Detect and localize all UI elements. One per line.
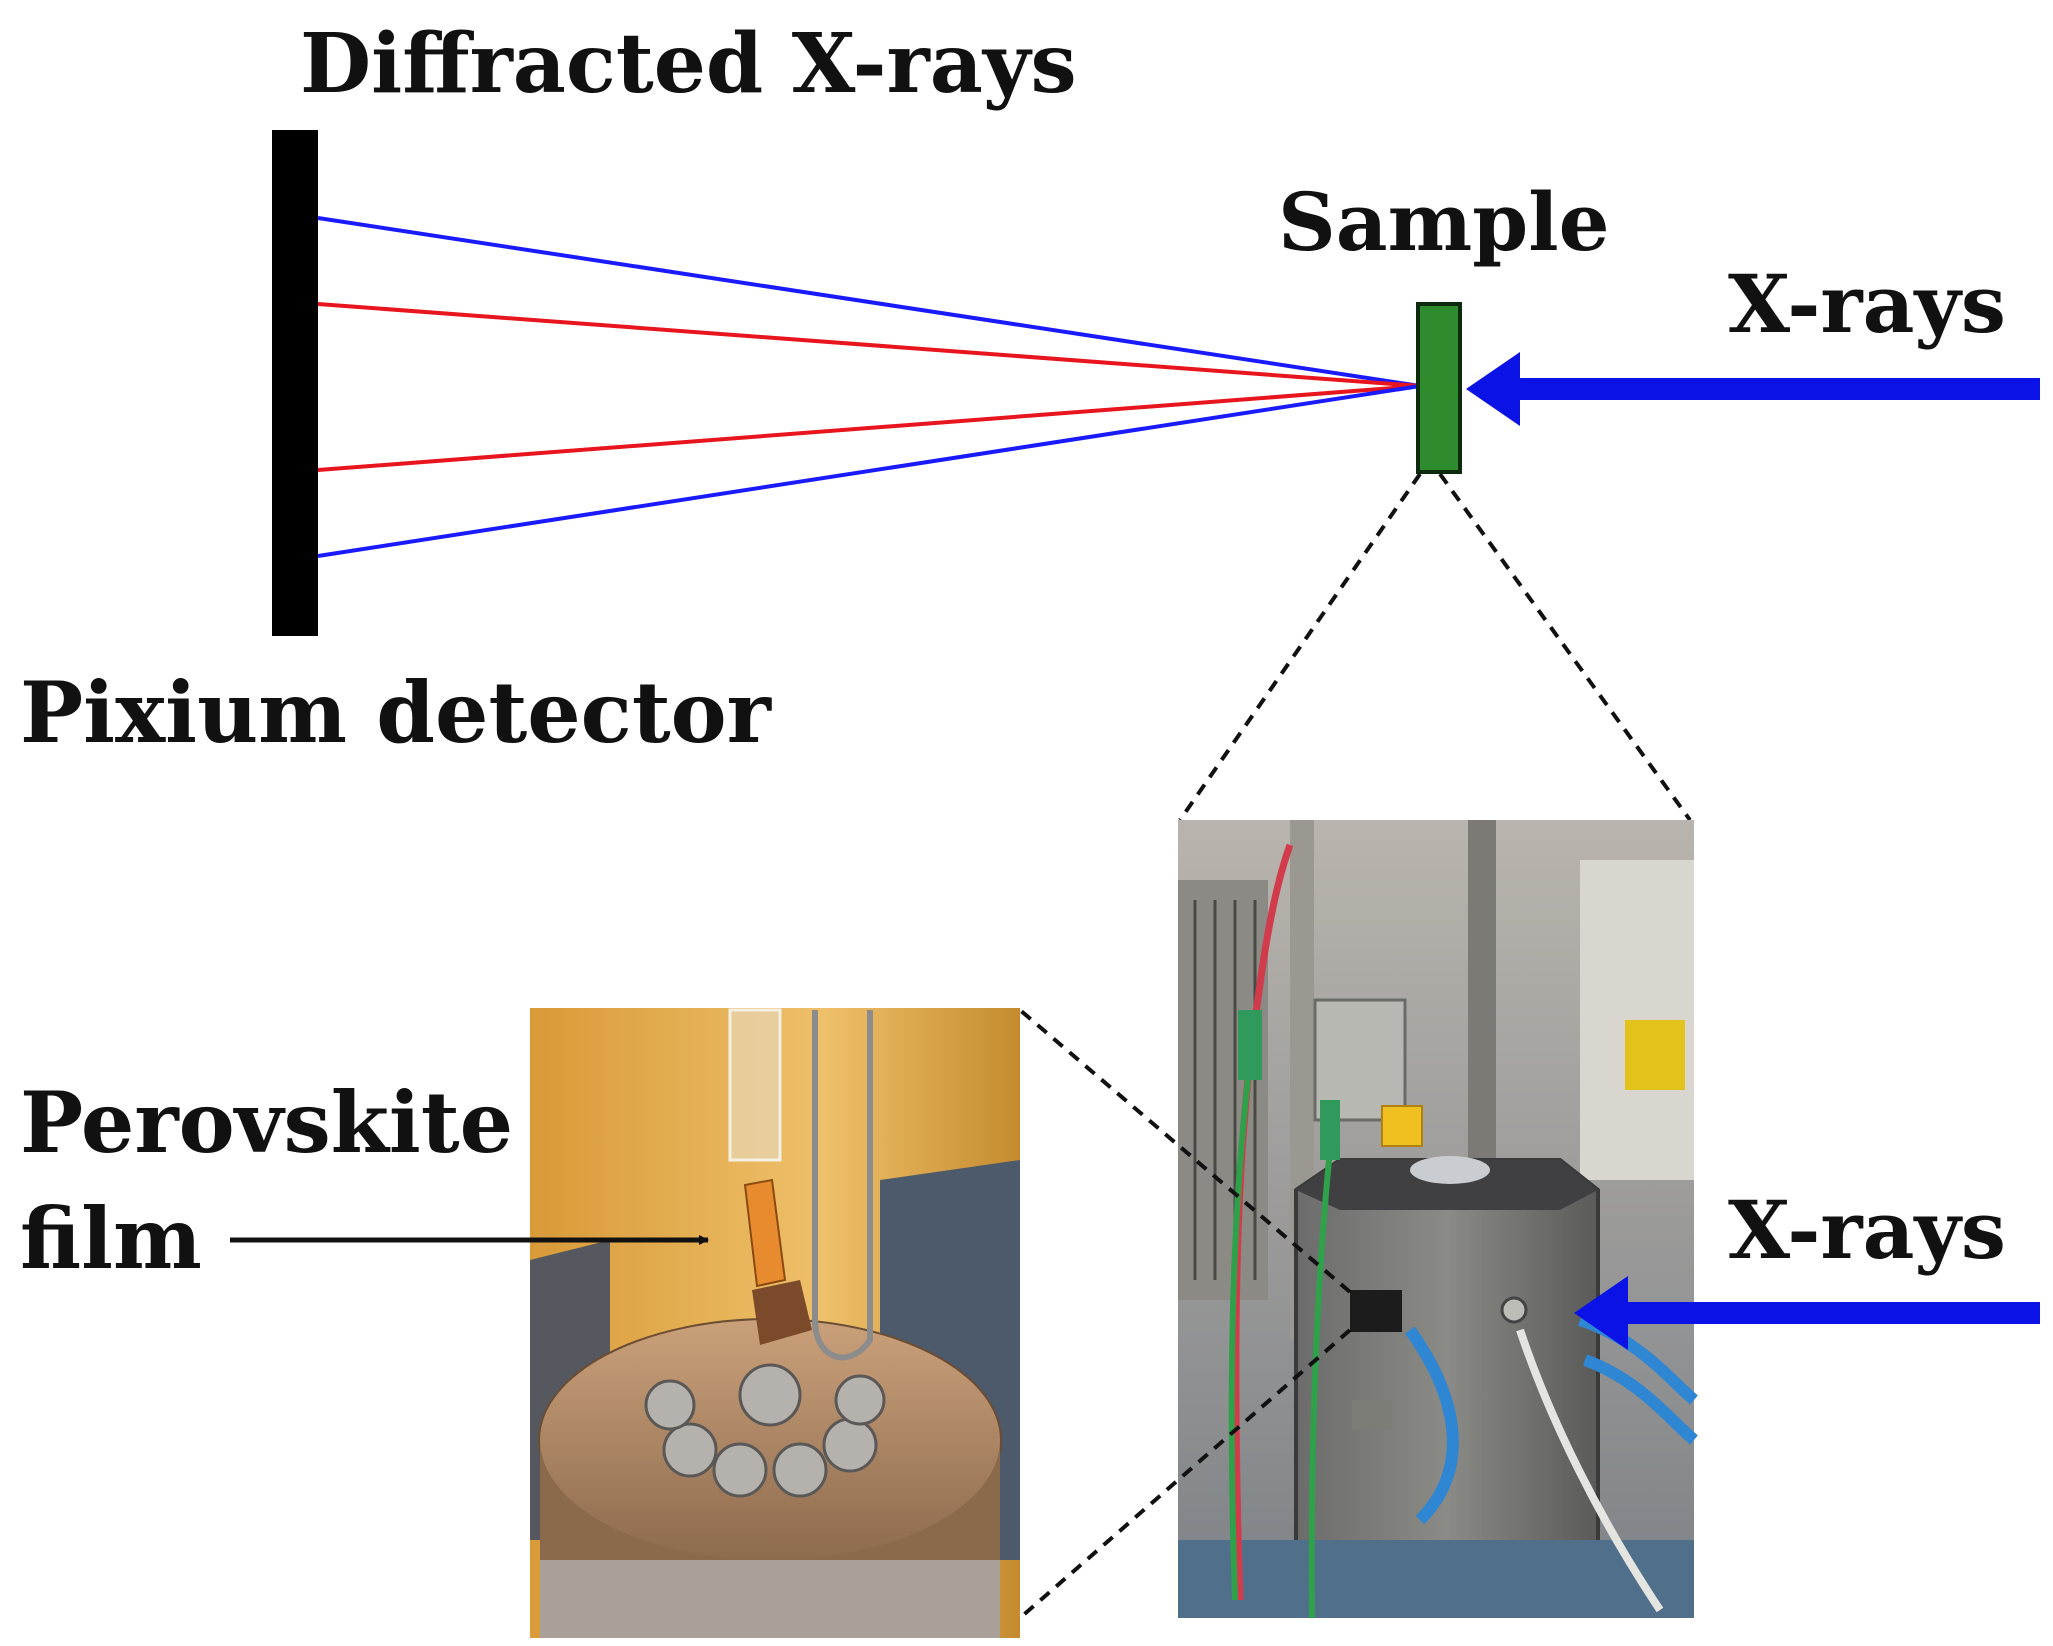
diffracted-xrays-label: Diffracted X-rays (300, 16, 1077, 112)
beam-outer-lower (317, 384, 1421, 558)
zoom-lines-sample (1178, 472, 1692, 822)
furnace-cell-photo (1178, 820, 1698, 1619)
xray-arrow-top (1466, 352, 2040, 426)
perovskite-label-line1: Perovskite (20, 1073, 513, 1172)
zoom-lines-film (1018, 1008, 1352, 1620)
sample-label: Sample (1278, 175, 1609, 269)
xrays-bottom-label: X-rays (1728, 1183, 2006, 1277)
beam-inner-lower (317, 384, 1421, 472)
xrays-top-label: X-rays (1728, 257, 2006, 351)
pixium-detector-label: Pixium detector (20, 663, 773, 762)
perovskite-label-line2: film (20, 1189, 202, 1288)
beam-inner-upper (317, 302, 1421, 388)
xray-arrow-bottom (1574, 1276, 2040, 1350)
pixium-detector-bar (272, 130, 318, 636)
sample-block (1416, 302, 1462, 474)
perovskite-film-closeup-photo (530, 1008, 1020, 1638)
diffracted-beams (317, 216, 1421, 558)
beam-outer-upper (317, 216, 1421, 388)
